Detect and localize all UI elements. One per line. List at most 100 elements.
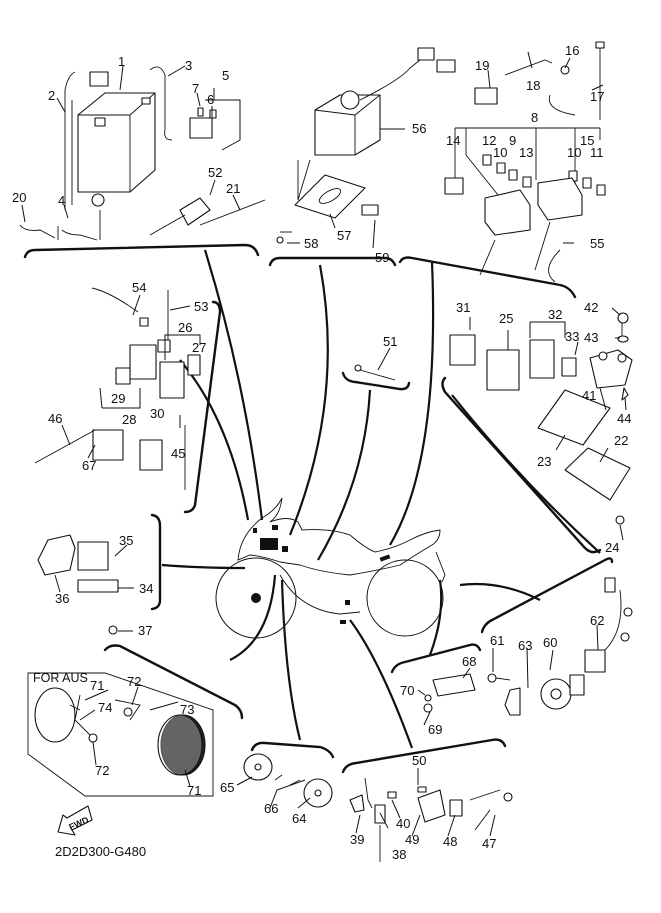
callout-23[interactable]: 23 (537, 454, 551, 469)
callout-27[interactable]: 27 (192, 340, 206, 355)
callout-18[interactable]: 18 (526, 78, 540, 93)
callout-65[interactable]: 65 (220, 780, 234, 795)
callout-64[interactable]: 64 (292, 811, 306, 826)
callout-22[interactable]: 22 (614, 433, 628, 448)
callout-21[interactable]: 21 (226, 181, 240, 196)
callout-4[interactable]: 4 (58, 193, 65, 208)
callout-10a[interactable]: 10 (493, 145, 507, 160)
callout-48[interactable]: 48 (443, 834, 457, 849)
cdi-group (449, 312, 633, 525)
callout-10b[interactable]: 10 (567, 145, 581, 160)
callout-70[interactable]: 70 (400, 683, 414, 698)
callout-71b[interactable]: 71 (187, 783, 201, 798)
callout-29[interactable]: 29 (111, 391, 125, 406)
callout-38[interactable]: 38 (392, 847, 406, 862)
callout-28[interactable]: 28 (122, 412, 136, 427)
callout-2[interactable]: 2 (48, 88, 55, 103)
reflector-group (423, 673, 476, 713)
fusebox-group (276, 41, 606, 283)
callout-56[interactable]: 56 (412, 121, 426, 136)
motorcycle-outline (215, 497, 446, 639)
battery[interactable] (77, 92, 156, 193)
callout-58[interactable]: 58 (304, 236, 318, 251)
callout-6[interactable]: 6 (207, 92, 214, 107)
battery-group (19, 66, 266, 241)
callout-69[interactable]: 69 (428, 722, 442, 737)
callout-42[interactable]: 42 (584, 300, 598, 315)
group-brackets (23, 243, 614, 774)
leader-curves (161, 249, 601, 749)
coil-group (37, 534, 119, 635)
callout-50[interactable]: 50 (412, 753, 426, 768)
callout-36[interactable]: 36 (55, 591, 69, 606)
callout-74[interactable]: 74 (98, 700, 112, 715)
callout-13[interactable]: 13 (519, 145, 533, 160)
callout-45[interactable]: 45 (171, 446, 185, 461)
callout-33[interactable]: 33 (565, 329, 579, 344)
callout-8[interactable]: 8 (531, 110, 538, 125)
bracket (294, 174, 366, 219)
aus-group-bracket (103, 644, 244, 720)
callout-44[interactable]: 44 (617, 411, 631, 426)
callout-47[interactable]: 47 (482, 836, 496, 851)
callout-1[interactable]: 1 (118, 54, 125, 69)
callout-62[interactable]: 62 (590, 613, 604, 628)
callout-37[interactable]: 37 (138, 623, 152, 638)
callout-31[interactable]: 31 (456, 300, 470, 315)
aus-panel-border (27, 672, 214, 797)
callout-55[interactable]: 55 (590, 236, 604, 251)
callout-63[interactable]: 63 (518, 638, 532, 653)
callout-46[interactable]: 46 (48, 411, 62, 426)
callout-39[interactable]: 39 (350, 832, 364, 847)
callout-12[interactable]: 12 (482, 133, 496, 148)
callout-66[interactable]: 66 (264, 801, 278, 816)
callout-54[interactable]: 54 (132, 280, 146, 295)
callout-72b[interactable]: 72 (95, 763, 109, 778)
horn-group-bracket (250, 741, 335, 759)
callout-67[interactable]: 67 (82, 458, 96, 473)
callout-59[interactable]: 59 (375, 250, 389, 265)
callout-25[interactable]: 25 (499, 311, 513, 326)
callout-52[interactable]: 52 (208, 165, 222, 180)
callout-leaders (21, 51, 627, 837)
callout-9[interactable]: 9 (509, 133, 516, 148)
for-aus-label: FOR AUS (33, 671, 88, 685)
callout-26[interactable]: 26 (178, 320, 192, 335)
battery-group-bracket (23, 243, 260, 259)
callout-68[interactable]: 68 (462, 654, 476, 669)
callout-11[interactable]: 11 (590, 145, 604, 160)
coil-group-bracket (150, 513, 162, 611)
callout-numbers: 1 2 3 4 5 6 7 8 9 10 10 11 12 13 14 15 1… (12, 43, 631, 862)
callout-24[interactable]: 24 (605, 540, 619, 555)
callout-19[interactable]: 19 (475, 58, 489, 73)
callout-71a[interactable]: 71 (90, 678, 104, 693)
callout-7[interactable]: 7 (192, 81, 199, 96)
callout-73[interactable]: 73 (180, 702, 194, 717)
switch-group-bracket (341, 738, 507, 774)
callout-61[interactable]: 61 (490, 633, 504, 648)
callout-34[interactable]: 34 (139, 581, 153, 596)
sensor-group (487, 577, 633, 716)
callout-40[interactable]: 40 (396, 816, 410, 831)
callout-14[interactable]: 14 (446, 133, 460, 148)
callout-51[interactable]: 51 (383, 334, 397, 349)
reservoir-tank[interactable] (314, 94, 381, 156)
callout-72a[interactable]: 72 (127, 674, 141, 689)
callout-30[interactable]: 30 (150, 406, 164, 421)
callout-41[interactable]: 41 (582, 388, 596, 403)
callout-53[interactable]: 53 (194, 299, 208, 314)
callout-49[interactable]: 49 (405, 832, 419, 847)
callout-5[interactable]: 5 (222, 68, 229, 83)
callout-17[interactable]: 17 (590, 89, 604, 104)
callout-15[interactable]: 15 (580, 133, 594, 148)
callout-57[interactable]: 57 (337, 228, 351, 243)
callout-32[interactable]: 32 (548, 307, 562, 322)
callout-16[interactable]: 16 (565, 43, 579, 58)
sensor-group-bracket (480, 557, 614, 634)
callout-35[interactable]: 35 (119, 533, 133, 548)
callout-20[interactable]: 20 (12, 190, 26, 205)
callout-3[interactable]: 3 (185, 58, 192, 73)
callout-43[interactable]: 43 (584, 330, 598, 345)
callout-60[interactable]: 60 (543, 635, 557, 650)
